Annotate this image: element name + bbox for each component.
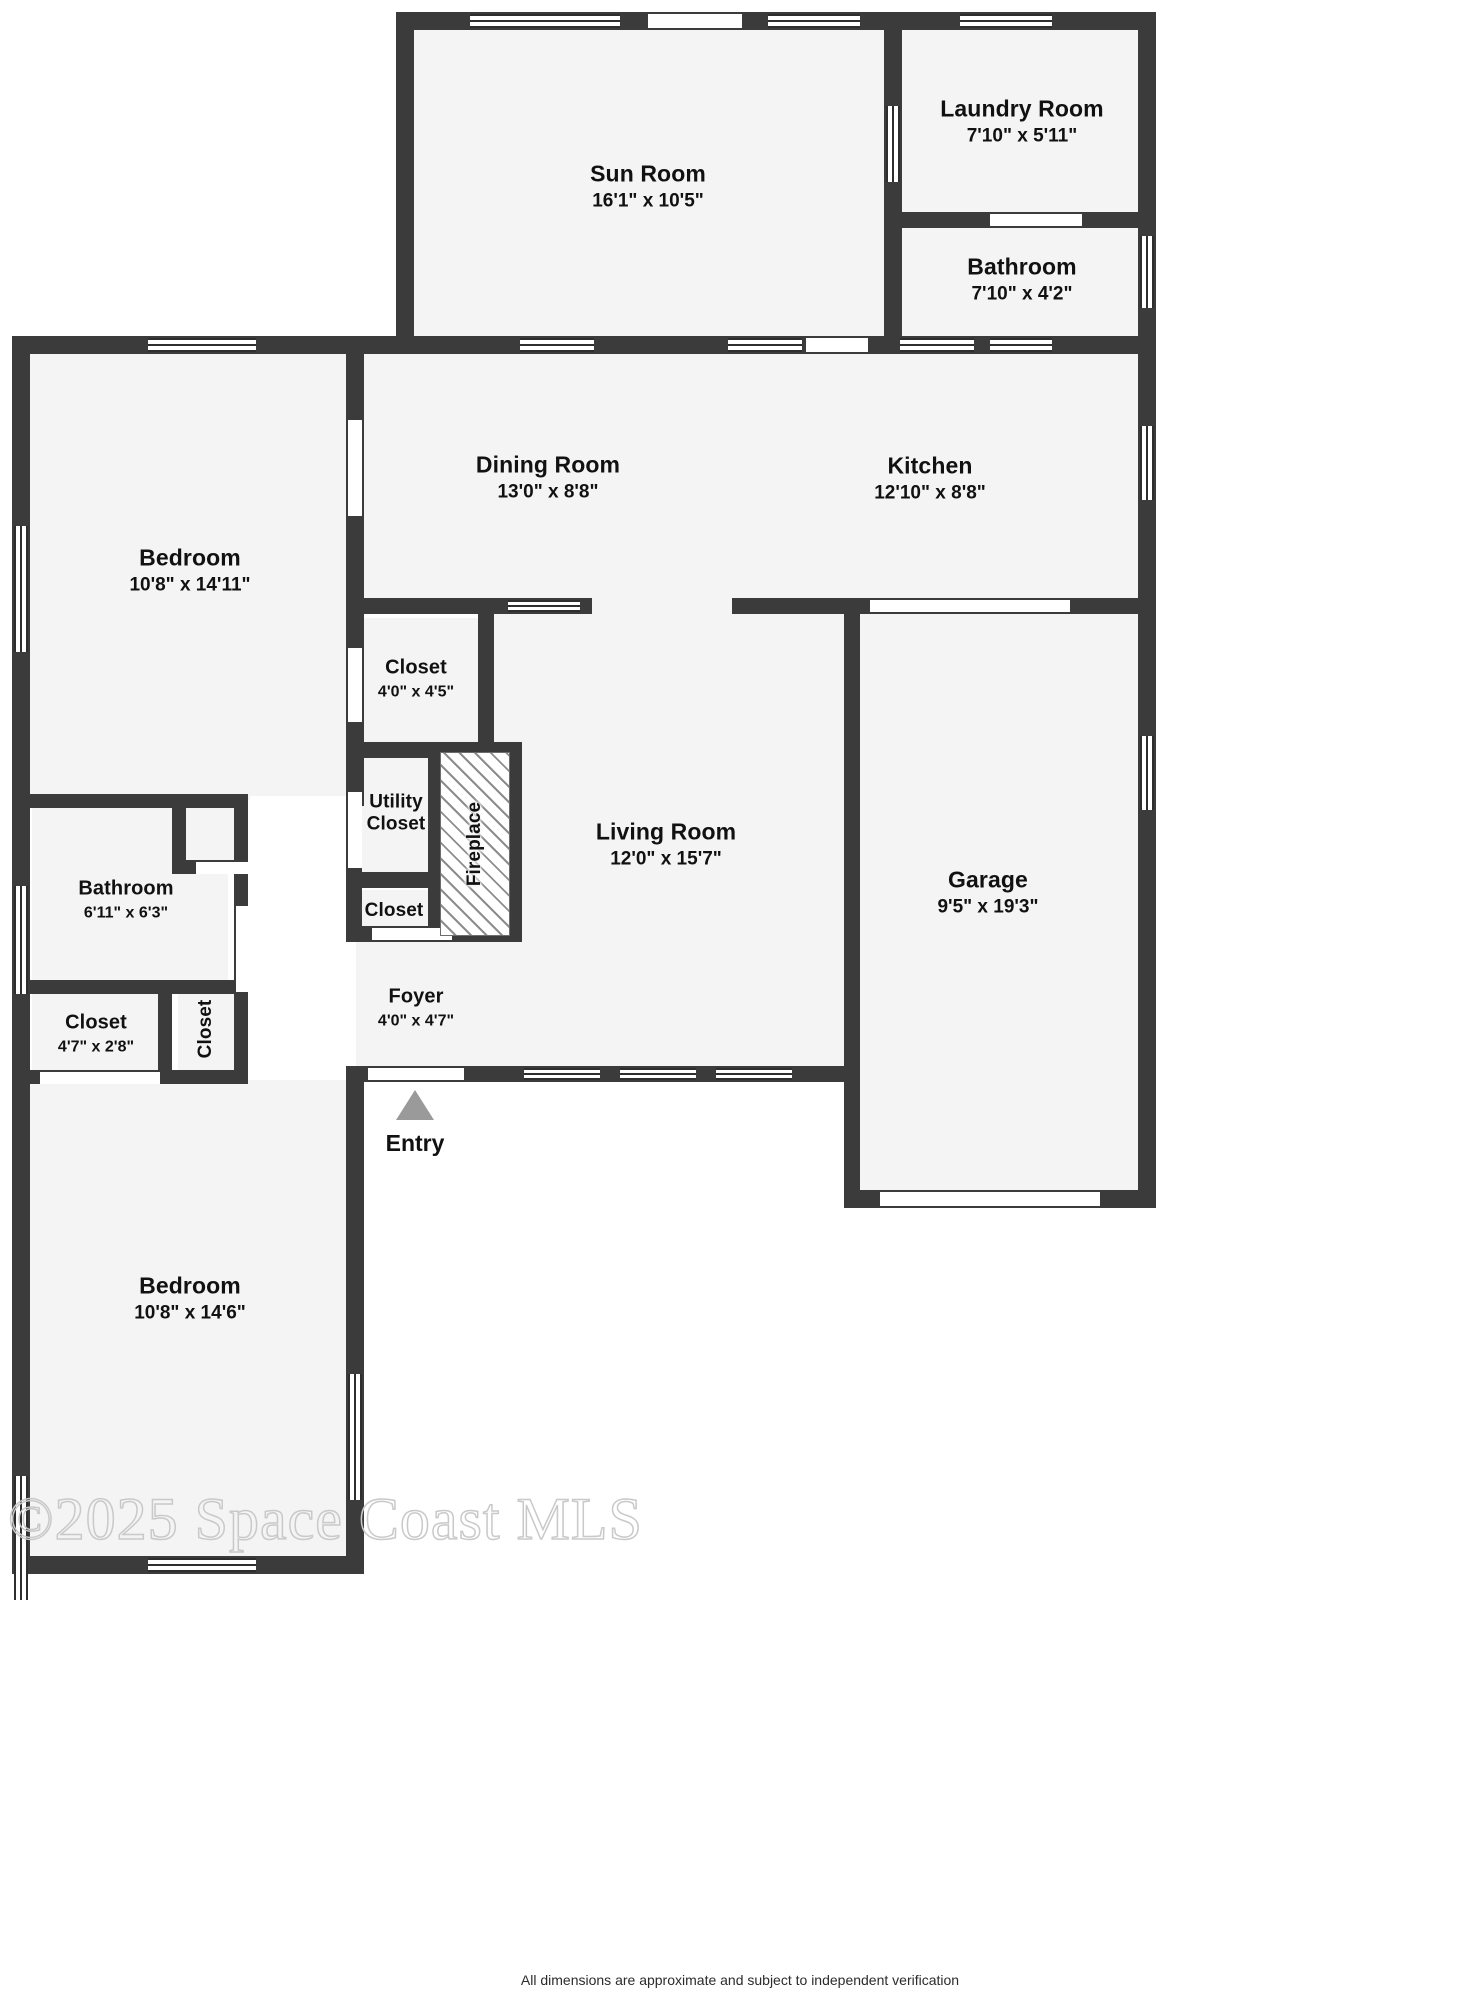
window-upperright-bottom-2 (990, 338, 1052, 352)
room-fill-laundry-room (890, 18, 1150, 220)
room-label-kitchen: Kitchen 12'10" x 8'8" (874, 452, 986, 504)
wall-bedroom-upper-right (346, 336, 364, 806)
door-bedroom-upper (348, 420, 362, 516)
room-label-bathroom-upper: Bathroom 7'10" x 4'2" (967, 253, 1077, 305)
door-closet-hall-top (508, 600, 580, 612)
room-label-closet-vert: Closet (194, 999, 216, 1059)
wall-main-left-lower (12, 1074, 30, 1574)
window-bathroom-lower-left (14, 886, 28, 994)
room-fill-living-room (486, 604, 850, 1074)
room-fill-bathroom-upper (890, 220, 1150, 348)
wall-fireplace-right (506, 742, 522, 942)
garage-door (880, 1192, 1100, 1206)
opening-garage-top (870, 600, 1070, 612)
room-label-bathroom-lower: Bathroom 6'11" x 6'3" (78, 877, 174, 921)
wall-closet-hall-right (478, 598, 494, 758)
room-fill-closet-vert (178, 986, 236, 1074)
room-label-laundry-room: Laundry Room 7'10" x 5'11" (940, 95, 1104, 147)
room-fill-garage (850, 604, 1150, 1198)
room-fill-sun-room (402, 18, 890, 348)
room-label-foyer: Foyer 4'0" x 4'7" (377, 985, 455, 1029)
wall-utility-bottom (346, 872, 444, 888)
door-foyer-entry (368, 1068, 464, 1080)
wall-bath-alcove-left (172, 794, 186, 874)
door-sunroom-top (648, 14, 742, 28)
room-label-closet-small: Closet (364, 899, 424, 921)
window-bedroom-lower-right (348, 1374, 362, 1500)
room-label-bedroom-upper: Bedroom 10'8" x 14'11" (129, 544, 251, 596)
window-bedroom-lower-bottom (148, 1558, 256, 1572)
window-living-bottom-3 (716, 1068, 792, 1080)
room-fill-utility-closet (356, 756, 434, 878)
door-bath-alcove (196, 862, 248, 874)
wall-garage-left (844, 598, 860, 1198)
room-label-living-room: Living Room 12'0" x 15'7" (595, 818, 737, 870)
entry-arrow-icon (396, 1090, 434, 1120)
window-bathroom-upper-right (1140, 236, 1154, 308)
room-label-sun-room: Sun Room 16'1" x 10'5" (590, 160, 706, 212)
room-label-closet-hall: Closet 4'0" x 4'5" (377, 656, 455, 700)
room-fill-bedroom-lower (18, 1080, 358, 1558)
window-bedroom-upper-left (14, 526, 28, 652)
room-fill-kitchen-lower (736, 348, 1150, 604)
room-label-bedroom-lower: Bedroom 10'8" x 14'6" (134, 1272, 246, 1324)
mls-watermark: ©2025 Space Coast MLS (7, 1485, 643, 1553)
window-sunroom-top-2 (768, 14, 860, 28)
door-closet-hall-left (348, 648, 362, 722)
door-utility-closet (348, 792, 362, 868)
wall-closetleft-right (158, 980, 172, 1084)
window-sunroom-bottom-1 (520, 338, 594, 352)
wall-sunroom-left (396, 12, 414, 354)
disclaimer-text: All dimensions are approximate and subje… (520, 1972, 960, 1988)
wall-bathlower-bottom (26, 980, 248, 994)
fireplace-hatch (440, 752, 510, 936)
entry-label: Entry (385, 1130, 445, 1156)
window-living-bottom-1 (524, 1068, 600, 1080)
window-bedroom-upper-top (148, 338, 256, 352)
wall-bathlower-top (26, 794, 248, 808)
door-closet-left (40, 1072, 160, 1084)
room-label-utility-closet: Utility Utility Closet Closet (366, 791, 426, 835)
door-hall-to-bath (250, 796, 346, 808)
room-label-closet-left: Closet 4'7" x 2'8" (57, 1011, 135, 1055)
door-bathroom-lower-right (236, 906, 248, 992)
room-fill-living-left (356, 930, 486, 1074)
window-laundry-top (960, 14, 1052, 28)
wall-sunroom-right (884, 12, 902, 354)
door-closet-small (372, 928, 452, 940)
window-sunroom-bottom-2 (728, 338, 802, 352)
window-bedroom-lower-left (14, 1476, 28, 1600)
room-fill-bedroom-upper (18, 340, 358, 800)
window-garage-right (1140, 736, 1154, 810)
room-label-garage: Garage 9'5" x 19'3" (937, 866, 1039, 918)
room-fill-closet-hall (356, 618, 486, 748)
door-laundry-bottom (990, 214, 1082, 226)
door-sunroom-bottom (806, 338, 868, 352)
window-kitchen-right (1140, 426, 1154, 500)
window-upperright-bottom-1 (900, 338, 974, 352)
window-living-bottom-2 (620, 1068, 696, 1080)
room-label-dining-room: Dining Room 13'0" x 8'8" (475, 451, 621, 503)
room-fill-closet-left (32, 986, 162, 1074)
door-laundry-left (886, 106, 900, 182)
window-sunroom-top-1 (470, 14, 620, 28)
room-label-fireplace: Fireplace (463, 801, 485, 887)
